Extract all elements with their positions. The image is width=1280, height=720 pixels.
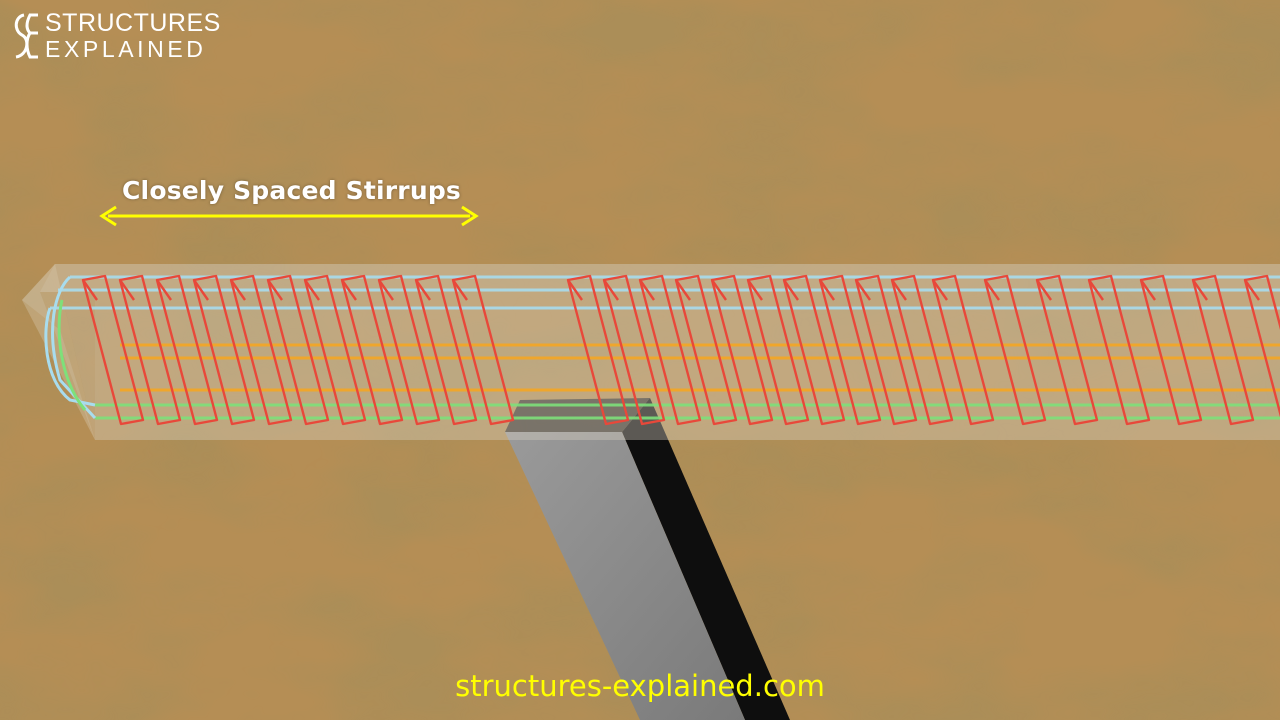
stirrup-hook (567, 279, 583, 301)
stirrup-hook (415, 279, 431, 301)
stirrup-hook (378, 279, 394, 301)
stirrup (192, 274, 256, 426)
stirrup-hook (304, 279, 320, 301)
stirrup (118, 274, 182, 426)
stirrup (854, 274, 918, 426)
stirrup (890, 274, 954, 426)
stirrup (746, 274, 810, 426)
stirrup-hook (603, 279, 619, 301)
stirrup (266, 274, 330, 426)
stirrup-hook (82, 279, 98, 301)
website-watermark: structures-explained.com (455, 669, 825, 703)
stirrup-hook (891, 279, 907, 301)
stirrup-hook (855, 279, 871, 301)
stirrup (340, 274, 404, 426)
stirrup-hook (1088, 279, 1104, 301)
stirrup-hook (711, 279, 727, 301)
stirrup (229, 274, 293, 426)
se-logo-icon (14, 13, 38, 59)
stirrup (303, 274, 367, 426)
stirrup (1243, 274, 1280, 418)
top-bar-end-hook (51, 275, 97, 420)
stirrups (81, 274, 1280, 426)
stirrup (566, 274, 630, 426)
stirrup (81, 274, 145, 426)
stirrup-hook (1192, 279, 1208, 301)
stirrup-hook (1244, 279, 1260, 301)
stirrup-hook (984, 279, 1000, 301)
stirrup (931, 274, 995, 426)
stirrup (1035, 274, 1099, 426)
stirrup (451, 274, 515, 426)
stirrup-hook (783, 279, 799, 301)
stirrup (1191, 274, 1255, 426)
stirrup-hook (932, 279, 948, 301)
brand-logo: STRUCTURES EXPLAINED (10, 10, 221, 62)
stirrup-hook (230, 279, 246, 301)
brand-name: STRUCTURES EXPLAINED (45, 11, 221, 61)
double-arrow-icon (99, 205, 479, 227)
stirrup-hook (675, 279, 691, 301)
stirrup (674, 274, 738, 426)
stirrup-hook (1036, 279, 1052, 301)
longitudinal-bars (44, 275, 1280, 420)
top-bar-end-hook-2 (44, 307, 96, 407)
stirrup (818, 274, 882, 426)
stirrup (983, 274, 1047, 426)
column-shadow-face (622, 398, 790, 720)
stirrup-hook (639, 279, 655, 301)
stirrup (1087, 274, 1151, 426)
stirrup-hook (747, 279, 763, 301)
stirrup-hook (341, 279, 357, 301)
stirrup (638, 274, 702, 426)
bottom-bar-end-hook (57, 299, 87, 411)
stirrup (155, 274, 219, 426)
column-front-face (505, 432, 745, 720)
brand-line-2: EXPLAINED (45, 36, 207, 62)
stirrup (782, 274, 846, 426)
stirrup-hook (267, 279, 283, 301)
stirrup (377, 274, 441, 426)
stirrup-hook (819, 279, 835, 301)
stirrup (414, 274, 478, 426)
stirrup (710, 274, 774, 426)
annotation-label: Closely Spaced Stirrups (122, 176, 461, 205)
brand-line-1: STRUCTURES (45, 9, 221, 37)
stirrup-hook (193, 279, 209, 301)
stirrup-hook (1140, 279, 1156, 301)
stirrup (1139, 274, 1203, 426)
stirrup-hook (452, 279, 468, 301)
stirrup-hook (119, 279, 135, 301)
stirrup-hook (156, 279, 172, 301)
stirrup (602, 274, 666, 426)
